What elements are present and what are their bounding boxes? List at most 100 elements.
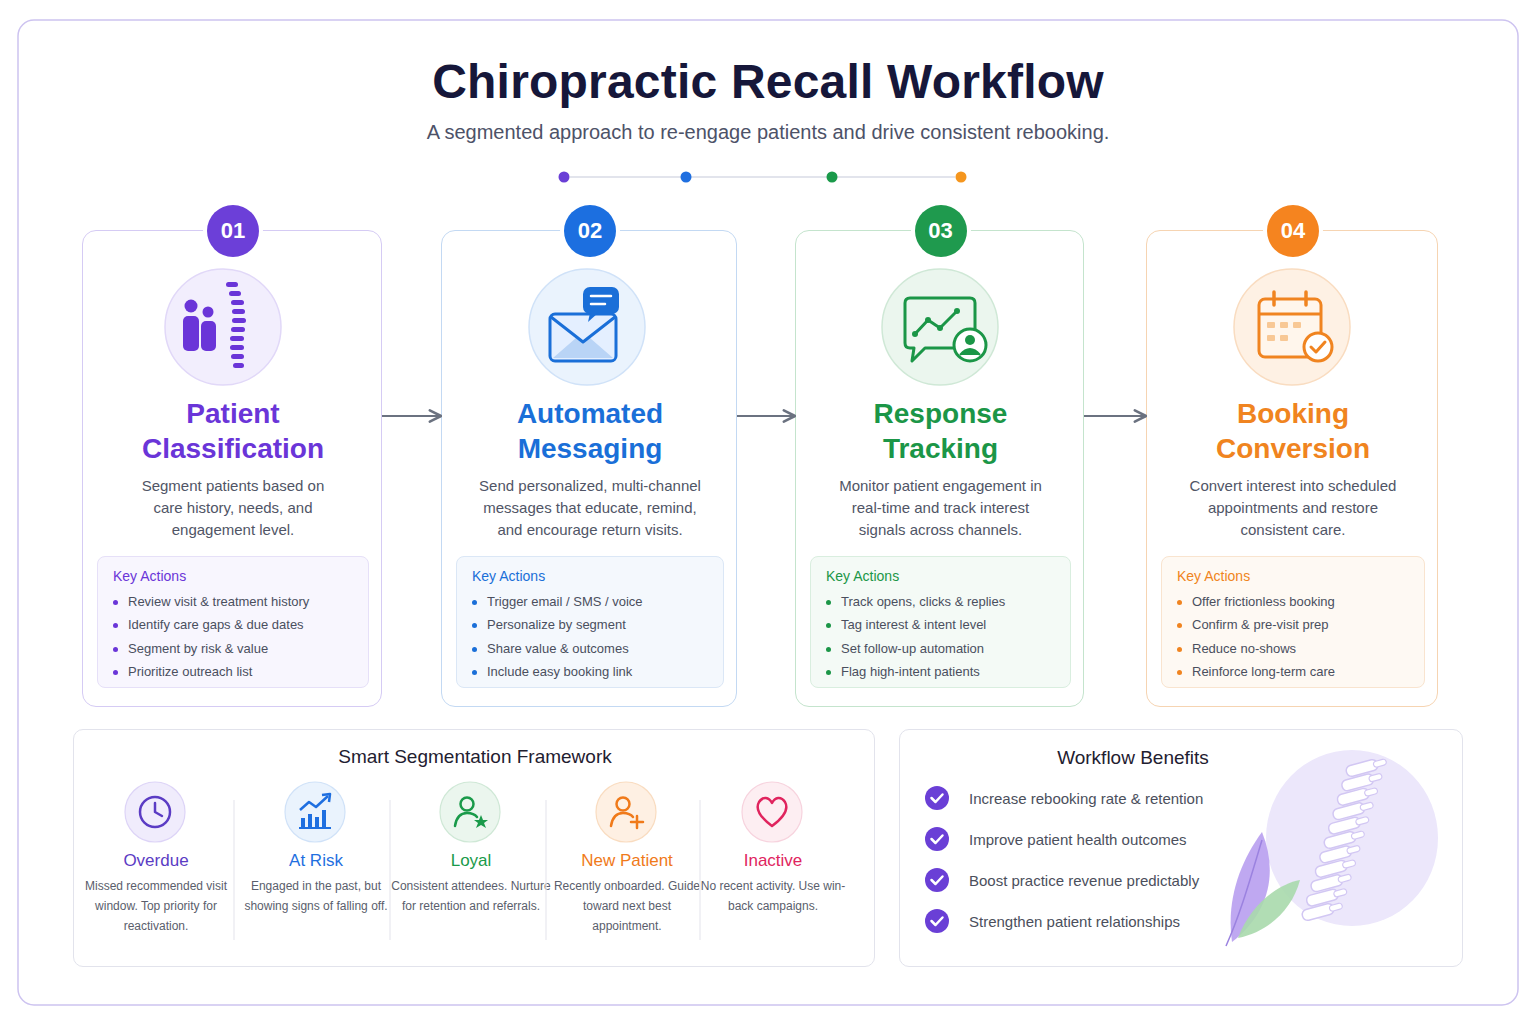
chat-bubble — [583, 287, 619, 314]
key-action-item: Flag high-intent patients — [841, 663, 1062, 681]
step-card: Booking ConversionConvert interest into … — [1146, 230, 1438, 707]
step-description: Segment patients based on care history, … — [136, 475, 331, 541]
page-frame — [18, 20, 1518, 1005]
calendar-cell — [1280, 335, 1288, 341]
spine-vertebra — [232, 309, 245, 314]
chat-line — [591, 303, 605, 306]
panel-title: Smart Segmentation Framework — [74, 745, 876, 769]
step-description: Monitor patient engagement in real-time … — [838, 475, 1043, 541]
key-action-item: Include easy booking link — [487, 663, 715, 681]
key-action-item: Tag interest & intent level — [841, 616, 1062, 634]
trend-point — [912, 331, 918, 337]
person-head — [617, 798, 630, 811]
step-number-badge: 04 — [1267, 205, 1319, 257]
vertebra — [1306, 886, 1348, 907]
step-number-badge: 01 — [207, 205, 259, 257]
progress-line — [570, 176, 955, 178]
step-title: Response Tracking — [821, 396, 1061, 466]
spine-vertebra — [230, 336, 244, 341]
calendar-ring — [1304, 292, 1308, 305]
segment-description: Consistent attendees. Nurture for retent… — [391, 876, 551, 916]
segment-name: At Risk — [236, 848, 396, 874]
person-body — [611, 813, 633, 826]
spine-vertebra — [233, 363, 244, 368]
check-mark — [932, 918, 943, 926]
key-actions-heading: Key Actions — [472, 567, 710, 585]
check-mark — [932, 877, 943, 885]
step-card: Response TrackingMonitor patient engagem… — [795, 230, 1084, 707]
key-actions-heading: Key Actions — [113, 567, 355, 585]
check-badge — [1304, 333, 1332, 361]
benefit-item: Strengthen patient relationships — [969, 912, 1233, 932]
vertebra — [1301, 900, 1343, 921]
key-actions-heading: Key Actions — [826, 567, 1057, 585]
column-divider — [389, 800, 390, 940]
calendar-header — [1259, 313, 1321, 316]
segment-icon-circle — [596, 782, 656, 842]
progress-dot — [827, 172, 838, 183]
clock-face — [140, 797, 170, 827]
vertebra — [1336, 785, 1378, 806]
segment-description: Engaged in the past, but showing signs o… — [236, 876, 396, 916]
calendar-body — [1259, 299, 1321, 357]
key-action-item: Confirm & pre-visit prep — [1192, 616, 1416, 634]
illustration-blob — [1266, 750, 1438, 926]
segment-column: New PatientRecently onboarded. Guide tow… — [547, 848, 707, 948]
segment-column: LoyalConsistent attendees. Nurture for r… — [391, 848, 551, 948]
vertebra — [1332, 799, 1374, 820]
vertebra — [1310, 871, 1352, 892]
chart-bar — [308, 814, 312, 827]
key-action-item: Share value & outcomes — [487, 640, 715, 658]
person-body — [201, 321, 216, 351]
spine-vertebra — [232, 318, 246, 323]
check-circle — [925, 909, 949, 933]
step-number: 01 — [207, 205, 259, 257]
calendar-ring — [1272, 292, 1276, 305]
step-card: Patient ClassificationSegment patients b… — [82, 230, 382, 707]
leaf — [1231, 832, 1270, 942]
spine-vertebra — [231, 300, 244, 305]
key-action-item: Trigger email / SMS / voice — [487, 593, 715, 611]
person-head — [461, 798, 474, 811]
check-mark — [932, 836, 943, 844]
progress-dot — [681, 172, 692, 183]
panel-title: Workflow Benefits — [900, 746, 1366, 770]
segment-name: New Patient — [547, 848, 707, 874]
spine-vertebra — [231, 327, 245, 332]
segmentation-panel: Smart Segmentation FrameworkOverdueMisse… — [73, 729, 875, 967]
check-mark — [1311, 342, 1325, 352]
vertebra — [1319, 843, 1361, 864]
calendar-cell — [1280, 322, 1288, 328]
key-actions-box: Key ActionsTrigger email / SMS / voicePe… — [456, 556, 724, 688]
step-number-badge: 02 — [564, 205, 616, 257]
benefits-panel: Workflow BenefitsIncrease rebooking rate… — [899, 729, 1463, 967]
calendar-cell — [1293, 322, 1301, 328]
segment-icon-circle — [125, 782, 185, 842]
segment-column: At RiskEngaged in the past, but showing … — [236, 848, 396, 948]
step-description: Convert interest into scheduled appointm… — [1183, 475, 1403, 541]
person-shoulders — [960, 349, 980, 355]
key-action-item: Review visit & treatment history — [128, 593, 360, 611]
segment-name: Inactive — [693, 848, 853, 874]
progress-dot — [559, 172, 570, 183]
chart-bar — [322, 810, 326, 827]
segment-description: Missed recommended visit window. Top pri… — [76, 876, 236, 936]
segment-name: Loyal — [391, 848, 551, 874]
segment-icon-circle — [742, 782, 802, 842]
check-circle — [925, 827, 949, 851]
segment-icon-circle — [440, 782, 500, 842]
flow-arrow — [382, 415, 441, 417]
check-circle — [925, 786, 949, 810]
clock-hands — [155, 803, 162, 816]
step-number: 04 — [1267, 205, 1319, 257]
chart-axis — [299, 827, 331, 829]
key-actions-heading: Key Actions — [1177, 567, 1411, 585]
chat-frame — [905, 298, 975, 361]
envelope-fold — [553, 338, 613, 358]
key-actions-box: Key ActionsTrack opens, clicks & replies… — [810, 556, 1071, 688]
vertebra — [1328, 814, 1370, 835]
benefit-item: Boost practice revenue predictably — [969, 871, 1233, 891]
column-divider — [233, 800, 234, 940]
trend-point — [937, 325, 943, 331]
chart-arrow — [322, 794, 330, 802]
